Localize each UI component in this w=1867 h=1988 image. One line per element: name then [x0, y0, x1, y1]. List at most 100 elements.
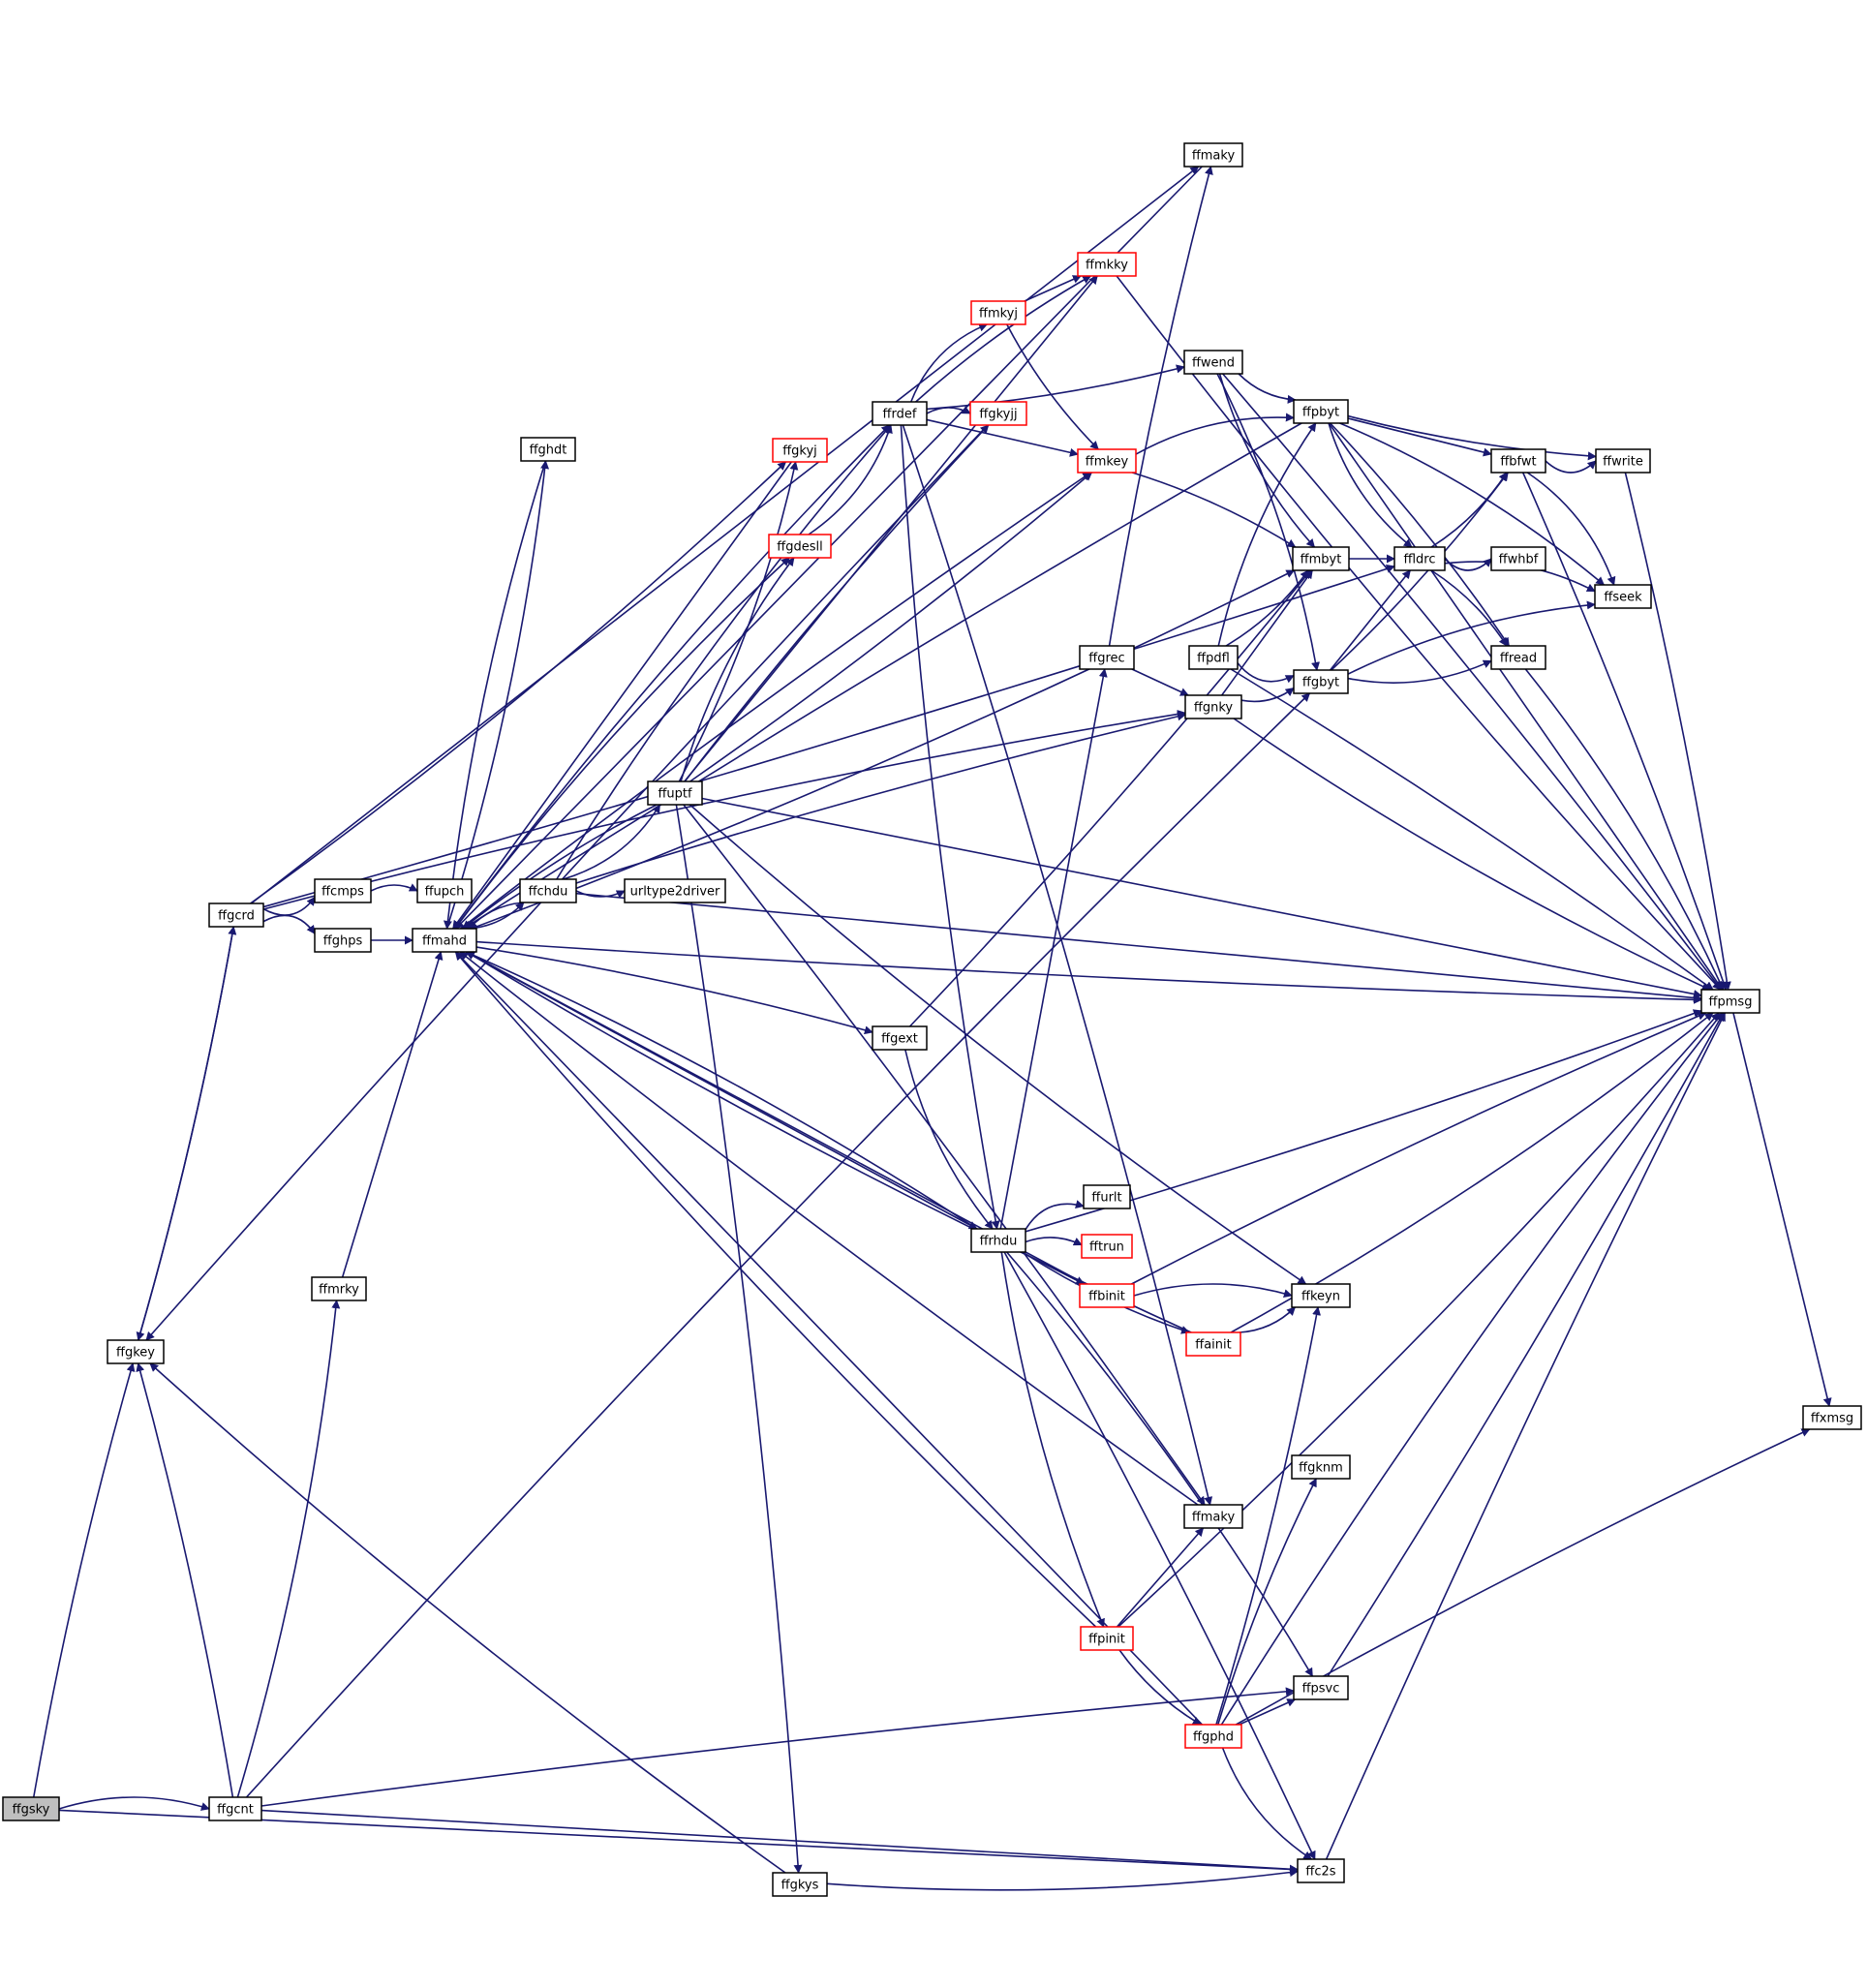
- node-ffrdef[interactable]: ffrdef: [872, 401, 928, 426]
- node-ffgcrd[interactable]: ffgcrd: [208, 902, 264, 928]
- node-label: ffuptf: [658, 787, 692, 802]
- edge-line: [1116, 1527, 1205, 1628]
- edge-ffgphd-to-ffpmsg: [1220, 1012, 1724, 1726]
- node-box: [1393, 546, 1446, 571]
- node-label: ffpmsg: [1709, 995, 1753, 1010]
- edge-ffcmps-to-ffupch: [370, 883, 418, 892]
- edge-ffuptf-to-ffgdesll: [680, 557, 795, 782]
- edge-ffpinit-to-ffmaky_bot: [1116, 1527, 1205, 1628]
- node-ffgnky[interactable]: ffgnky: [1184, 694, 1242, 719]
- edge-line: [701, 797, 1702, 998]
- edge-ffrhdu-to-ffpsvc: [1006, 1251, 1314, 1677]
- node-ffwrite[interactable]: ffwrite: [1595, 448, 1651, 474]
- node-label: ffgsky: [13, 1803, 50, 1818]
- node-ffgsky[interactable]: ffgsky: [2, 1796, 60, 1821]
- node-ffgdesll[interactable]: ffgdesll: [768, 534, 832, 559]
- node-label: ffghdt: [530, 443, 567, 458]
- node-ffpbyt[interactable]: ffpbyt: [1293, 399, 1349, 424]
- node-ffmbyt[interactable]: ffmbyt: [1292, 546, 1350, 571]
- node-box: [1077, 252, 1137, 277]
- node-label: ffmaky: [1192, 149, 1236, 164]
- node-ffgext[interactable]: ffgext: [872, 1025, 928, 1051]
- node-ffgknm[interactable]: ffgknm: [1291, 1454, 1351, 1480]
- node-label: ffc2s: [1305, 1865, 1335, 1880]
- edge-ffgcnt-to-ffmrky: [236, 1300, 341, 1798]
- node-label: ffgkys: [781, 1879, 819, 1893]
- node-urltype2driver[interactable]: urltype2driver: [624, 878, 726, 903]
- edge-ffbinit-to-ffkeyn: [1133, 1283, 1293, 1299]
- node-ffmkey[interactable]: ffmkey: [1077, 448, 1137, 474]
- node-ffpinit[interactable]: ffpinit: [1080, 1626, 1134, 1651]
- edge-ffrhdu-to-fftrun: [1025, 1237, 1083, 1246]
- node-ffghps[interactable]: ffghps: [314, 928, 372, 953]
- node-ffupch[interactable]: ffupch: [416, 878, 473, 903]
- node-ffgkey[interactable]: ffgkey: [107, 1339, 165, 1364]
- node-ffgkys[interactable]: ffgkys: [772, 1872, 828, 1897]
- edge-ffgrec-to-ffgnky: [1131, 668, 1189, 696]
- node-ffseek[interactable]: ffseek: [1594, 584, 1652, 609]
- edge-ffwrite-to-ffpmsg: [1624, 472, 1731, 991]
- node-label: ffwhbf: [1499, 553, 1539, 567]
- node-ffmkky[interactable]: ffmkky: [1077, 252, 1137, 277]
- node-fftrun[interactable]: fftrun: [1081, 1234, 1133, 1259]
- node-label: ffpdfl: [1197, 652, 1230, 666]
- edge-line: [1225, 569, 1309, 647]
- node-ffread[interactable]: ffread: [1490, 645, 1546, 670]
- node-ffbinit[interactable]: ffbinit: [1079, 1283, 1135, 1308]
- edge-line: [1239, 1698, 1297, 1726]
- edge-ffgphd-to-ffpsvc: [1239, 1698, 1297, 1726]
- node-label: ffgcrd: [218, 909, 255, 924]
- edge-ffgkys-to-ffgkey: [149, 1362, 786, 1874]
- node-ffgkyj[interactable]: ffgkyj: [772, 438, 828, 463]
- edge-line: [910, 322, 989, 403]
- node-box: [647, 780, 703, 806]
- node-label: ffrdef: [883, 408, 917, 422]
- node-ffmaky-bot[interactable]: ffmaky: [1183, 1504, 1243, 1529]
- node-ffghdt[interactable]: ffghdt: [520, 437, 576, 462]
- node-ffmkyj[interactable]: ffmkyj: [970, 300, 1026, 325]
- node-ffxmsg[interactable]: ffxmsg: [1802, 1405, 1862, 1430]
- edge-line: [575, 712, 1186, 884]
- node-ffurlt[interactable]: ffurlt: [1083, 1184, 1131, 1209]
- edge-line: [1339, 422, 1606, 586]
- node-ffmahd[interactable]: ffmahd: [412, 928, 477, 953]
- node-ffgbyt[interactable]: ffgbyt: [1293, 669, 1349, 694]
- node-ffgrec[interactable]: ffgrec: [1079, 645, 1135, 670]
- edge-ffmaky_bot-to-ffmahd: [459, 951, 1199, 1506]
- node-ffgcnt[interactable]: ffgcnt: [208, 1796, 262, 1821]
- node-label: ffwend: [1192, 356, 1235, 371]
- node-ffcmps[interactable]: ffcmps: [314, 878, 372, 903]
- node-ffkeyn[interactable]: ffkeyn: [1291, 1283, 1351, 1308]
- node-ffchdu[interactable]: ffchdu: [519, 878, 577, 903]
- edge-ffwend-to-ffmbyt: [1218, 373, 1316, 548]
- edge-ffgext-to-ffrhdu: [904, 1049, 994, 1230]
- edge-ffrhdu-to-ffc2s: [1003, 1251, 1316, 1860]
- node-label: ffpinit: [1088, 1633, 1125, 1647]
- node-ffrhdu[interactable]: ffrhdu: [970, 1228, 1026, 1253]
- node-ffgphd[interactable]: ffgphd: [1184, 1724, 1242, 1749]
- edge-ffmrky-to-ffmahd: [341, 951, 444, 1278]
- node-ffmrky[interactable]: ffmrky: [311, 1276, 367, 1301]
- node-ffwend[interactable]: ffwend: [1183, 350, 1243, 375]
- edge-ffgcrd-to-ffgkyj: [250, 461, 787, 904]
- node-ffainit[interactable]: ffainit: [1185, 1331, 1241, 1357]
- edge-ffgkyj-to-ffmahd: [452, 461, 792, 930]
- node-ffldrc[interactable]: ffldrc: [1393, 546, 1446, 571]
- node-ffmaky-top[interactable]: ffmaky: [1183, 142, 1243, 168]
- edge-line: [680, 557, 795, 782]
- node-label: ffgext: [881, 1032, 918, 1047]
- edge-ffuptf-to-ffmkky: [684, 275, 1098, 782]
- edge-line: [1133, 1283, 1293, 1299]
- edge-ffgnky-to-ffgbyt: [1240, 687, 1295, 703]
- node-label: ffpbyt: [1302, 406, 1339, 420]
- node-ffuptf[interactable]: ffuptf: [647, 780, 703, 806]
- node-ffpdfl[interactable]: ffpdfl: [1188, 645, 1239, 670]
- node-ffgkyjj[interactable]: ffgkyjj: [969, 401, 1027, 426]
- node-ffpsvc[interactable]: ffpsvc: [1293, 1675, 1349, 1700]
- node-box: [1080, 1626, 1134, 1651]
- node-ffc2s[interactable]: ffc2s: [1297, 1858, 1345, 1883]
- node-ffpmsg[interactable]: ffpmsg: [1700, 989, 1760, 1014]
- node-ffwhbf[interactable]: ffwhbf: [1490, 546, 1546, 571]
- edge-line: [136, 926, 235, 1341]
- node-ffbfwt[interactable]: ffbfwt: [1490, 448, 1546, 474]
